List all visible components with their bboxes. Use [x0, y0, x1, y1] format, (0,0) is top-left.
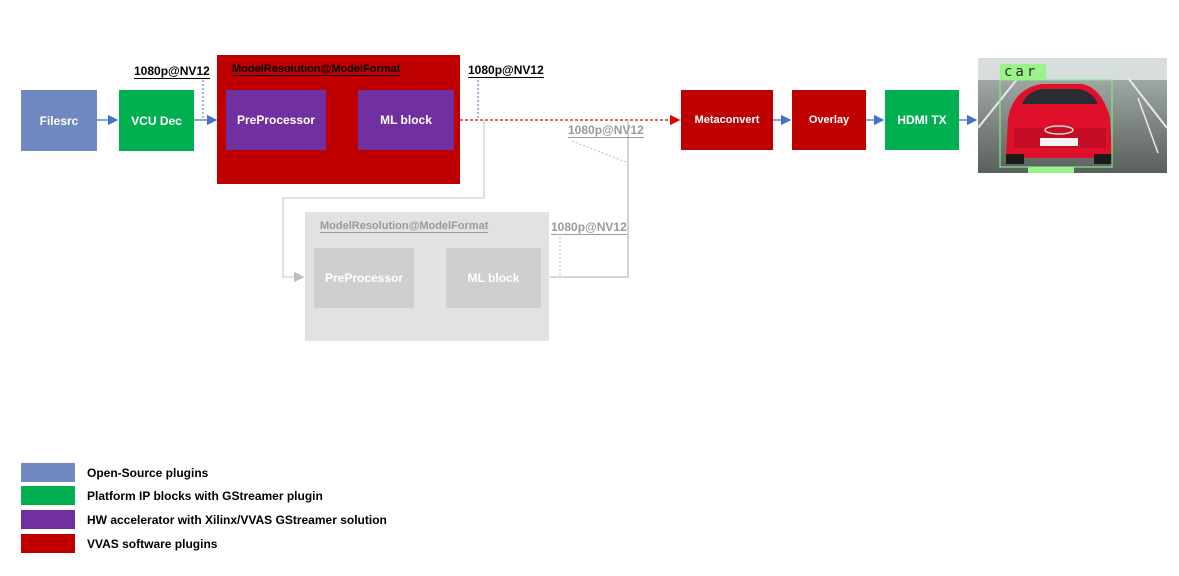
vcu-dec-block: VCU Dec	[119, 90, 194, 151]
metaconvert-block: Metaconvert	[681, 90, 773, 150]
inactive-ml-block-label: ML block	[467, 271, 520, 285]
preprocessor-label: PreProcessor	[236, 113, 316, 127]
ml-output-format-label: 1080p@NV12	[468, 63, 544, 78]
legend-label-vvas-software: VVAS software plugins	[87, 536, 218, 551]
legend-label-hw-accelerator: HW accelerator with Xilinx/VVAS GStreame…	[87, 512, 387, 527]
grey-merge-format-label: 1080p@NV12	[568, 123, 644, 138]
legend-label-platform-ip: Platform IP blocks with GStreamer plugin	[87, 488, 323, 503]
inactive-preprocessor-block: PreProcessor	[314, 248, 414, 308]
legend-swatch-vvas-software	[21, 534, 75, 553]
legend-swatch-open-source	[21, 463, 75, 482]
ml-block-label: ML block	[380, 113, 432, 127]
car-detection-picture	[978, 58, 1167, 173]
branch-to-grey-box	[282, 120, 485, 283]
vcu-output-format-label: 1080p@NV12	[134, 64, 210, 79]
hdmi-tx-block: HDMI TX	[885, 90, 959, 150]
inactive-preprocessor-label: PreProcessor	[324, 271, 404, 285]
grey-merge-line	[550, 120, 629, 278]
grey-model-resolution-label: ModelResolution@ModelFormat	[320, 220, 489, 233]
legend-item-hw-accelerator: HW accelerator with Xilinx/VVAS GStreame…	[21, 510, 387, 529]
legend-swatch-platform-ip	[21, 486, 75, 505]
leader-grey-merge-format	[571, 140, 627, 163]
grey-ml-output-format-label: 1080p@NV12	[551, 220, 627, 235]
ml-block: ML block	[358, 90, 454, 150]
model-resolution-label: ModelResolution@ModelFormat	[232, 63, 401, 76]
detection-label: car	[1004, 64, 1039, 80]
preprocessor-block: PreProcessor	[226, 90, 326, 150]
overlay-block: Overlay	[792, 90, 866, 150]
output-display-image: car	[978, 58, 1167, 173]
legend-item-platform-ip: Platform IP blocks with GStreamer plugin	[21, 486, 323, 505]
metaconvert-label: Metaconvert	[694, 114, 760, 126]
overlay-label: Overlay	[808, 114, 850, 126]
legend-swatch-hw-accelerator	[21, 510, 75, 529]
hdmi-tx-label: HDMI TX	[897, 113, 947, 127]
legend-label-open-source: Open-Source plugins	[87, 465, 209, 480]
filesrc-label: Filesrc	[39, 113, 79, 128]
filesrc-block: Filesrc	[21, 90, 97, 151]
vcu-dec-label: VCU Dec	[131, 113, 182, 128]
legend-item-vvas-software: VVAS software plugins	[21, 534, 217, 553]
inactive-ml-block: ML block	[446, 248, 541, 308]
legend-item-open-source: Open-Source plugins	[21, 463, 208, 482]
